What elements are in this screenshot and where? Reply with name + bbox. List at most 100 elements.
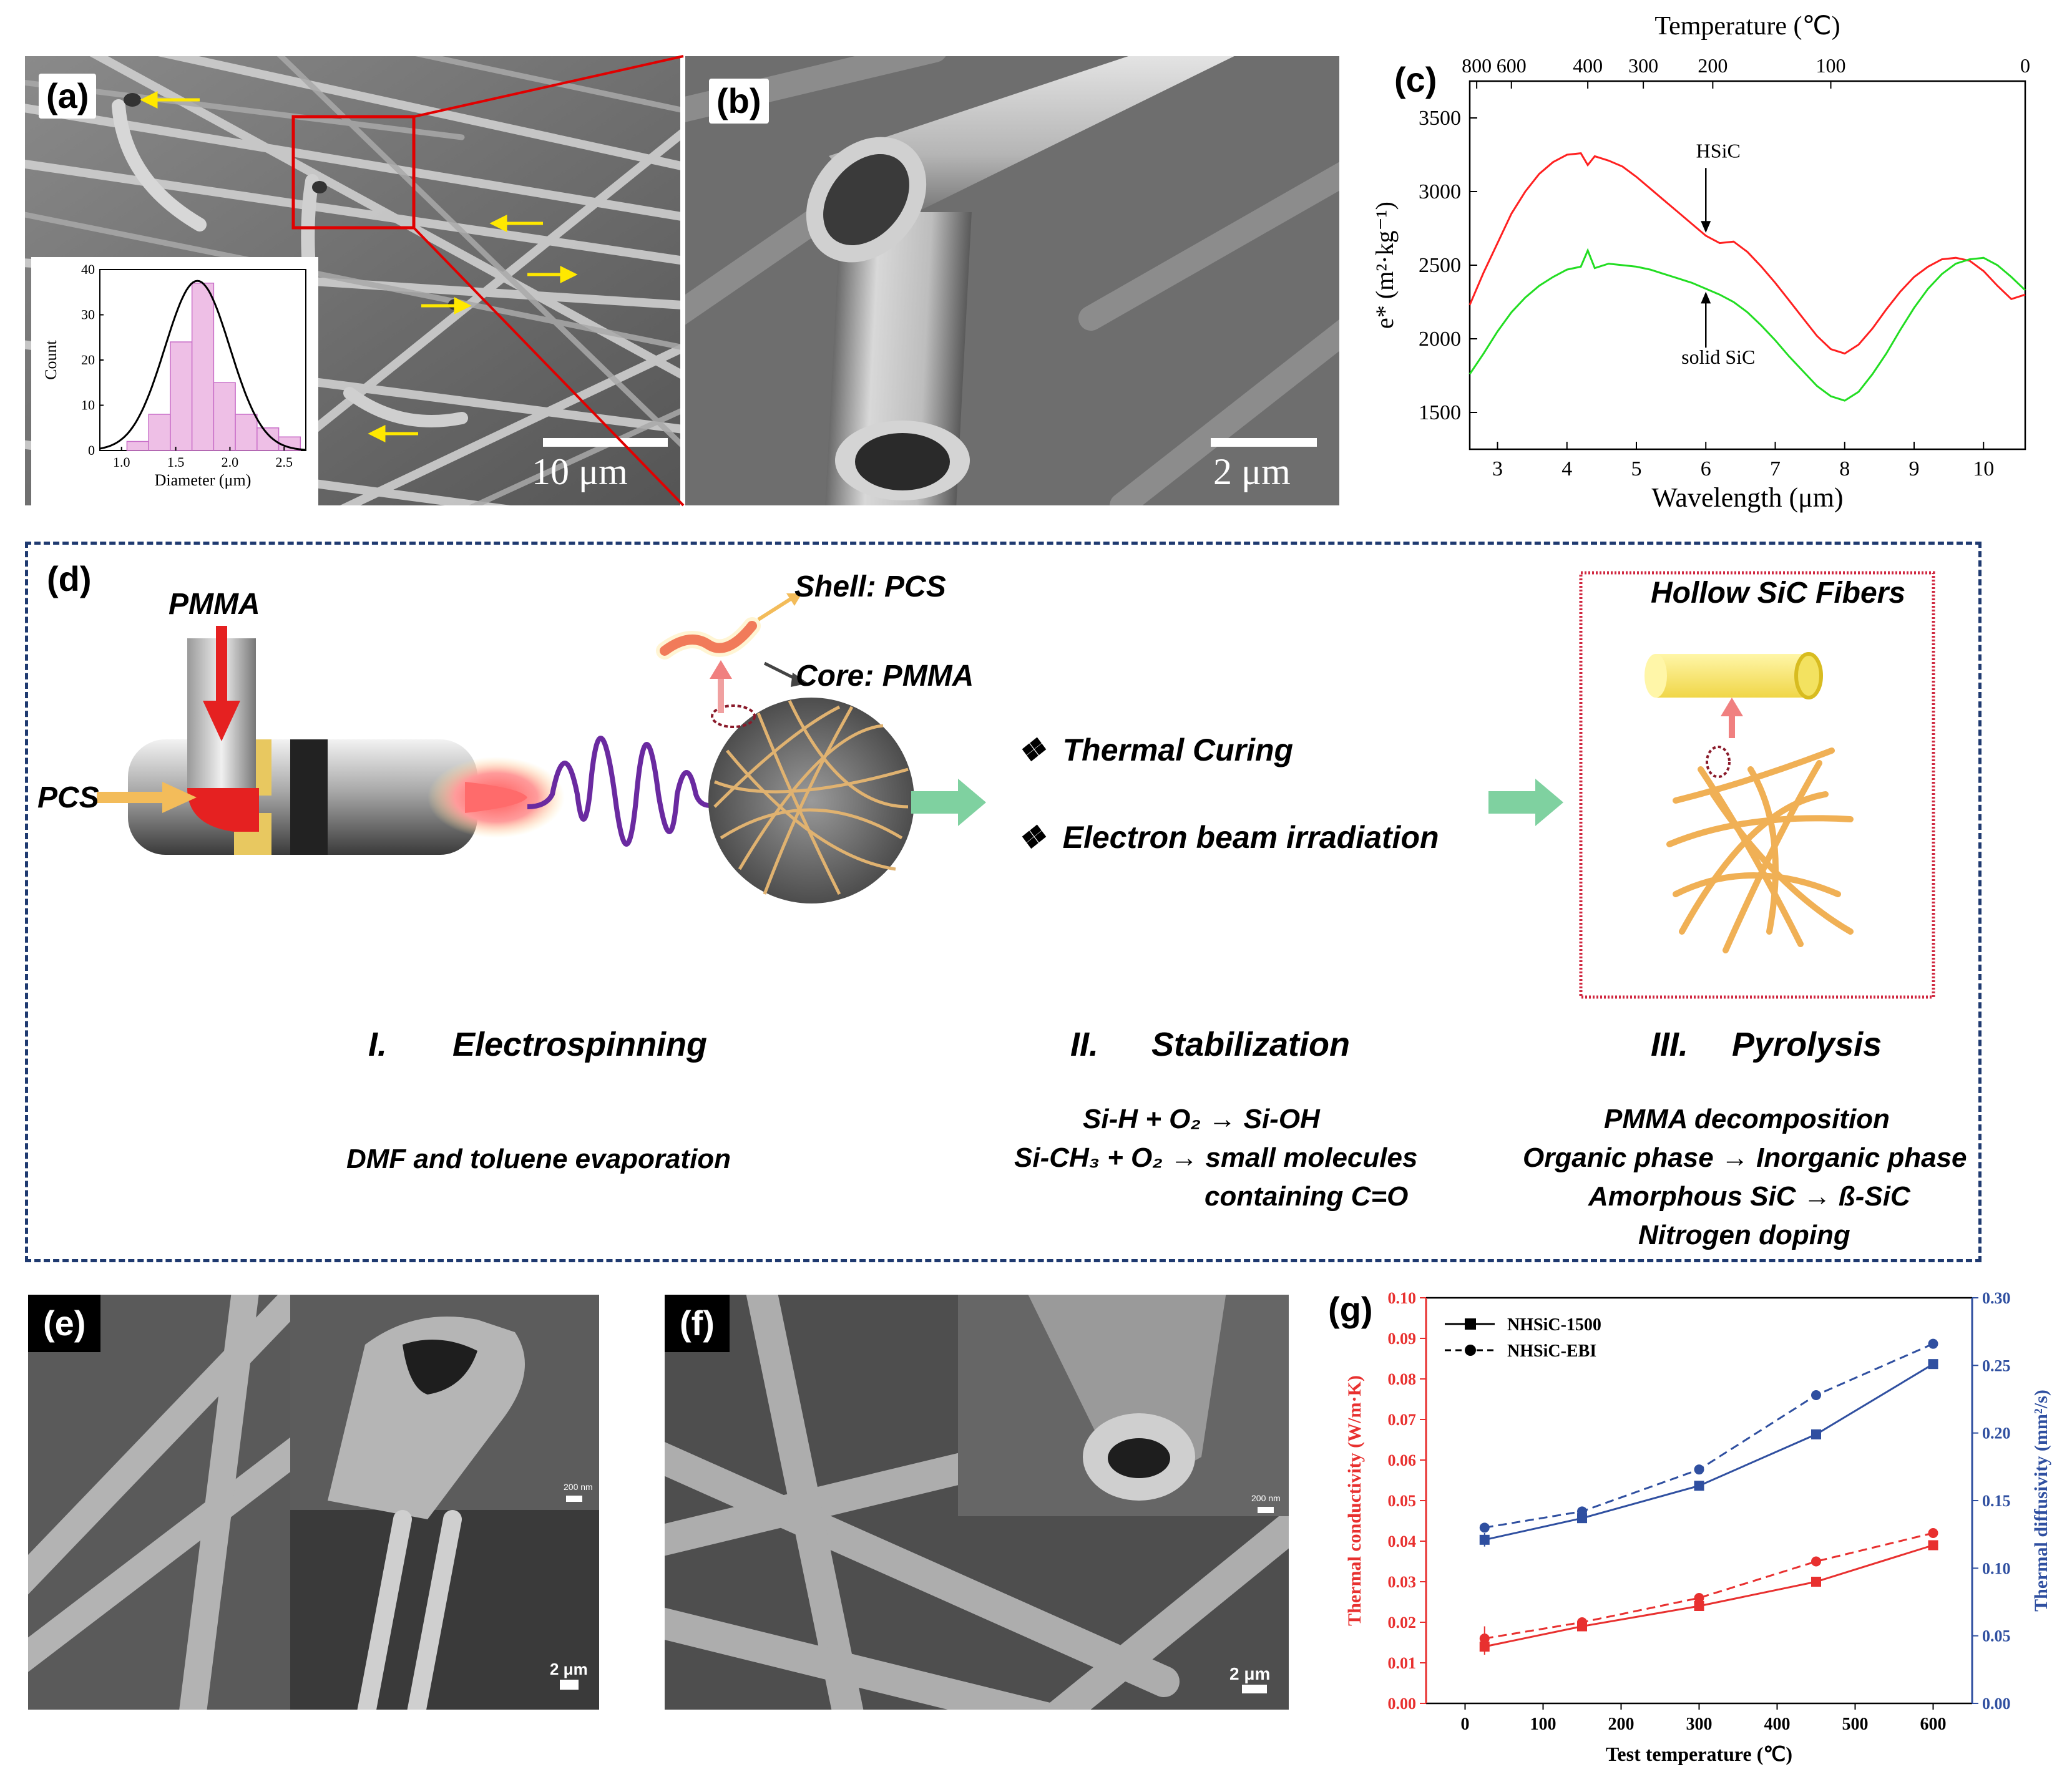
x-tick-label: 5	[1631, 457, 1642, 480]
top-tick-label: 600	[1497, 54, 1527, 77]
label-electron-beam: ❖ Electron beam irradiation	[1017, 820, 1439, 855]
series-line	[1484, 1343, 1934, 1529]
step1-title: Electrospinning	[452, 1026, 708, 1063]
series-line	[1484, 1532, 1933, 1640]
y-tick-label: 0.03	[1388, 1573, 1417, 1591]
scale-label-a: 10 μm	[532, 451, 628, 492]
y-tick-label: 1500	[1419, 401, 1461, 424]
scale-bar-f-small	[1258, 1507, 1274, 1513]
y-tick-label: 30	[81, 307, 95, 323]
series-line	[1484, 1544, 1933, 1648]
zoom-box	[291, 115, 416, 230]
annotation-label: solid SiC	[1681, 346, 1755, 368]
step3-line2: Organic phase → Inorganic phase	[1523, 1142, 1967, 1173]
legend-marker	[1465, 1318, 1476, 1330]
top-tick-label: 0	[2020, 54, 2030, 77]
data-point-square	[1811, 1429, 1821, 1439]
top-tick-label: 400	[1573, 54, 1603, 77]
top-tick-label: 300	[1628, 54, 1658, 77]
top-tick-label: 800	[1462, 54, 1492, 77]
y-tick-label: 0.04	[1388, 1532, 1417, 1551]
y-axis-label: Thermal conductivity (W/m·K)	[1344, 1375, 1365, 1626]
step2-line1: Si-H + O₂ → Si-OH	[1083, 1104, 1320, 1134]
label-pcs: PCS	[37, 781, 99, 814]
data-point-circle	[1577, 1617, 1587, 1627]
x-tick-label: 2.5	[276, 454, 293, 470]
schematic-graphics	[97, 571, 1935, 999]
data-point-circle	[1694, 1464, 1704, 1475]
panel-label-e: (e)	[28, 1295, 101, 1352]
data-point-square	[1694, 1601, 1704, 1611]
y-tick-label: 40	[81, 261, 95, 277]
y-tick-label: 0.09	[1388, 1330, 1417, 1348]
sem-fibers-b	[685, 56, 1339, 505]
step3-title: Pyrolysis	[1732, 1026, 1882, 1063]
series-line	[1484, 1363, 1934, 1541]
y-tick-label: 0.05	[1388, 1492, 1417, 1510]
scale-bar-b	[1211, 438, 1317, 447]
x-tick-label: 8	[1839, 457, 1850, 480]
label-shell: Shell: PCS	[794, 570, 946, 603]
y-tick-label: 20	[81, 352, 95, 368]
y-axis-label: Count	[42, 339, 60, 379]
step2-title: Stabilization	[1151, 1026, 1351, 1063]
scale-label-f-small: 200 nm	[1251, 1493, 1281, 1503]
step2-line3: containing C=O	[1205, 1181, 1409, 1212]
y-tick-label: 2500	[1419, 254, 1461, 277]
histogram-bar	[191, 283, 215, 451]
data-point-square	[1928, 1540, 1938, 1551]
panel-label-b: (b)	[709, 79, 769, 124]
data-point-circle	[1928, 1338, 1938, 1349]
sem-image-b: (b) 2 μm	[685, 56, 1339, 505]
panel-label-a: (a)	[39, 74, 97, 119]
panel-label-d: (d)	[47, 559, 92, 598]
x-tick-label: 400	[1764, 1715, 1791, 1734]
y-tick-label: 10	[81, 397, 95, 413]
legend-label: NHSiC-EBI	[1507, 1341, 1596, 1361]
panel-label-g: (g)	[1328, 1290, 1373, 1329]
top-axis-label: Temperature (℃)	[1654, 12, 1840, 41]
panel-label-f: (f)	[665, 1295, 730, 1352]
sem-fibers-f	[665, 1295, 1289, 1710]
legend-label: NHSiC-1500	[1507, 1315, 1601, 1335]
label-thermal-curing: ❖ Thermal Curing	[1017, 733, 1294, 767]
histogram-bar	[148, 414, 171, 451]
x-tick-label: 4	[1561, 457, 1572, 480]
y2-tick-label: 0.00	[1982, 1695, 2011, 1713]
data-point-circle	[1811, 1390, 1821, 1400]
step1-number: I.	[368, 1026, 388, 1063]
sem-fibers-e	[28, 1295, 599, 1710]
scale-bar-e-small	[566, 1496, 582, 1502]
x-tick-label: 1.5	[167, 454, 185, 470]
scale-label-e-small: 200 nm	[564, 1482, 593, 1492]
x-tick-label: 3	[1492, 457, 1503, 480]
step3-line4: Nitrogen doping	[1638, 1220, 1850, 1250]
data-point-circle	[1577, 1506, 1587, 1517]
label-pmma: PMMA	[169, 588, 260, 621]
top-tick-label: 200	[1698, 54, 1727, 77]
sem-image-f: (f) 200 nm 2 μm	[665, 1295, 1289, 1710]
data-point-circle	[1928, 1528, 1938, 1538]
scale-bar-a	[543, 438, 668, 447]
gaussian-fit-line	[99, 280, 306, 451]
panel-d-schematic: (d)	[25, 542, 1982, 1262]
jet-waveform	[527, 736, 728, 847]
scale-bar-e	[560, 1680, 579, 1690]
series-line-solid-sic	[1468, 248, 2026, 402]
y-tick-label: 0.06	[1388, 1451, 1417, 1469]
data-point-square	[1811, 1577, 1821, 1587]
step3-line1: PMMA decomposition	[1604, 1104, 1890, 1134]
y2-tick-label: 0.05	[1982, 1627, 2011, 1645]
y2-tick-label: 0.30	[1982, 1289, 2011, 1307]
y2-tick-label: 0.20	[1982, 1424, 2011, 1443]
x-tick-label: 0	[1461, 1715, 1470, 1734]
sem-image-e: (e) 200 nm 2 μm	[28, 1295, 599, 1710]
step1-note: DMF and toluene evaporation	[346, 1144, 731, 1174]
y-tick-label: 0.00	[1388, 1695, 1417, 1713]
hsic-pointer-head	[1701, 221, 1711, 233]
